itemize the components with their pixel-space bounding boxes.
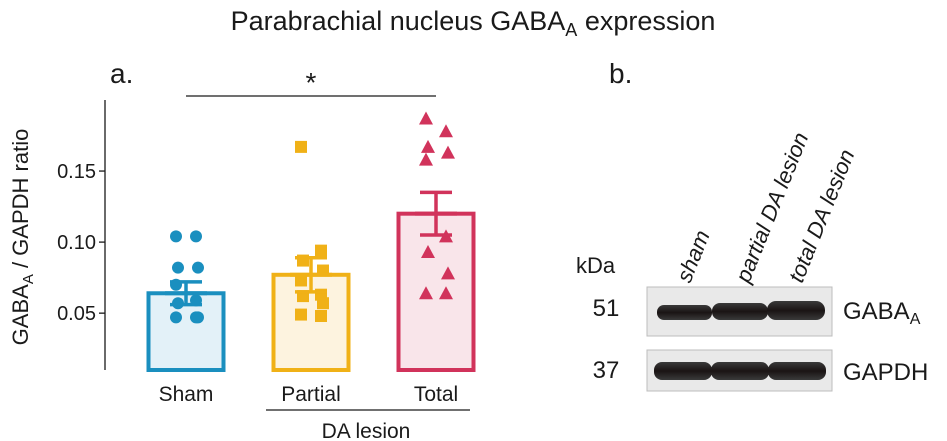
y-axis-title-subscript: A [20, 274, 37, 284]
kda-label: kDa [576, 253, 616, 278]
blot-row2-protein-main: GAPDH [843, 359, 928, 386]
point-total-9 [439, 286, 453, 300]
blot-row2-band-total [768, 362, 826, 380]
y-axis-title-tail: / GAPDH ratio [8, 129, 33, 274]
blot-row1-protein: GABAA [843, 298, 921, 328]
blot-row2-kda: 37 [593, 357, 620, 384]
blot-row1-band-partial [712, 303, 768, 320]
point-partial-0 [295, 140, 307, 153]
point-partial-7 [317, 297, 329, 310]
figure-title: Parabrachial nucleus GABAA expression [231, 6, 716, 40]
x-axis-labels: Sham Partial Total [159, 383, 459, 406]
point-total-2 [421, 139, 435, 153]
panel-a-label: a. [110, 58, 133, 89]
group-label: DA lesion [322, 420, 411, 441]
point-sham-8 [170, 311, 182, 324]
point-total-8 [419, 286, 433, 300]
y-tick-label-2: 0.15 [57, 161, 96, 183]
y-axis-title: GABAA / GAPDH ratio [8, 129, 37, 346]
lane-label-sham: sham [671, 227, 714, 286]
blot-row2-band-partial [711, 362, 769, 380]
point-total-4 [419, 152, 433, 166]
y-axis-title-main: GABA [8, 284, 33, 345]
point-partial-4 [295, 274, 307, 287]
point-total-1 [439, 124, 453, 138]
title-tail: expression [577, 6, 715, 36]
blot-row2-protein: GAPDH [843, 359, 928, 386]
panel-b-label: b. [609, 58, 632, 89]
significance-star: * [306, 67, 317, 98]
point-sham-0 [170, 230, 182, 243]
y-tick-label-0: 0.05 [57, 303, 96, 325]
point-sham-3 [192, 261, 204, 274]
blot-row1-band-total [767, 301, 825, 320]
x-label-partial: Partial [281, 383, 341, 406]
point-total-6 [421, 245, 435, 259]
y-axis-ticks: 0.05 0.10 0.15 [57, 161, 105, 325]
point-partial-1 [315, 244, 327, 257]
bar-total [396, 211, 476, 372]
blot-row1-kda: 51 [593, 295, 620, 322]
point-total-0 [419, 111, 433, 125]
point-sham-1 [190, 230, 202, 243]
bar-partial [271, 272, 351, 372]
title-main: Parabrachial nucleus GABA [231, 6, 566, 36]
blot-row2-band-sham [654, 362, 712, 380]
blot-row1-protein-main: GABA [843, 298, 910, 325]
point-sham-9 [190, 311, 202, 324]
point-total-3 [441, 145, 455, 159]
point-partial-8 [295, 308, 307, 321]
x-label-total: Total [414, 383, 458, 406]
point-total-7 [441, 266, 455, 280]
blot-row1-protein-subscript: A [910, 311, 921, 328]
y-tick-label-1: 0.10 [57, 232, 96, 254]
title-subscript: A [565, 20, 577, 40]
error-bars-layer [165, 190, 457, 307]
blot-row1-band-sham [657, 305, 712, 320]
point-sham-2 [172, 261, 184, 274]
x-label-sham: Sham [159, 383, 214, 406]
point-partial-9 [315, 310, 327, 322]
